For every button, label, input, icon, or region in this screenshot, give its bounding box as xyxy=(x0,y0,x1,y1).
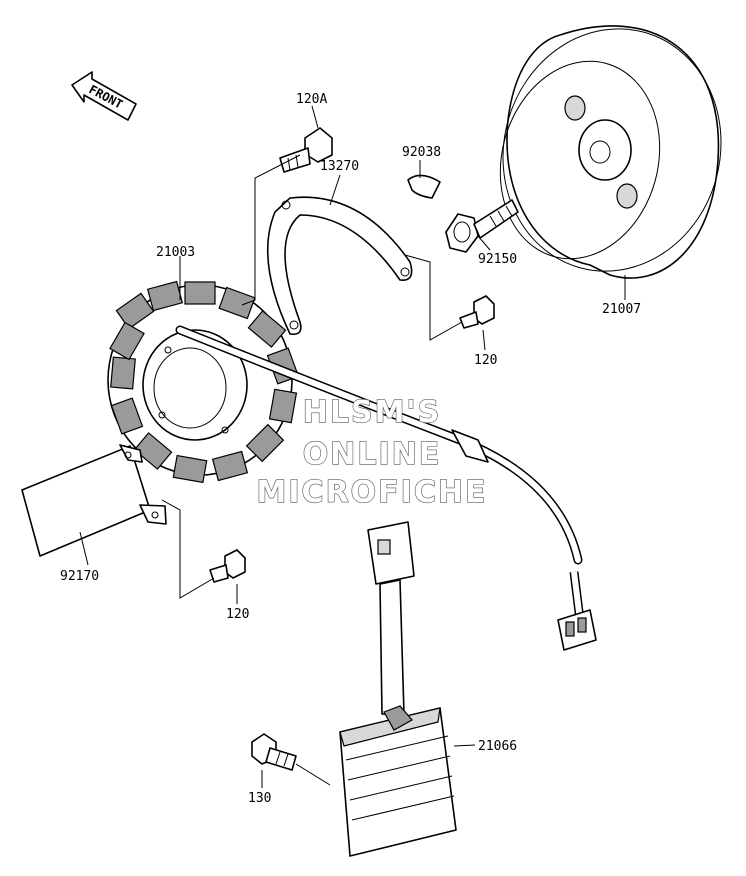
watermark: HLSM'S ONLINE MICROFICHE xyxy=(256,394,488,510)
bolt-120a[interactable] xyxy=(279,127,333,173)
label-92170[interactable]: 92170 xyxy=(60,569,99,584)
gasket-13270[interactable] xyxy=(266,196,413,336)
bolt-120-left[interactable] xyxy=(209,549,246,583)
stator-connector xyxy=(557,609,597,651)
label-21007[interactable]: 21007 xyxy=(602,302,641,317)
key-92038[interactable] xyxy=(407,174,441,199)
bolt-92150[interactable] xyxy=(445,199,519,253)
regulator-21066[interactable] xyxy=(339,521,457,857)
label-21066[interactable]: 21066 xyxy=(478,739,517,754)
watermark-line-3: MICROFICHE xyxy=(257,475,488,510)
stator-21003[interactable] xyxy=(107,280,300,484)
label-92038[interactable]: 92038 xyxy=(402,145,441,160)
leader-lines xyxy=(79,105,626,788)
cover-92170[interactable] xyxy=(21,444,167,557)
label-92150[interactable]: 92150 xyxy=(478,252,517,267)
front-arrow-icon: FRONT xyxy=(71,71,137,121)
label-120-right[interactable]: 120 xyxy=(474,353,497,368)
part-labels: 120A 13270 92038 21003 92150 21007 120 9… xyxy=(60,92,641,806)
bolt-130[interactable] xyxy=(251,733,297,771)
label-21003[interactable]: 21003 xyxy=(156,245,195,260)
label-120-left[interactable]: 120 xyxy=(226,607,249,622)
label-120a[interactable]: 120A xyxy=(296,92,327,107)
rotor-21007[interactable] xyxy=(476,4,746,296)
label-13270[interactable]: 13270 xyxy=(320,159,359,174)
watermark-line-2: ONLINE xyxy=(303,437,442,472)
watermark-line-1: HLSM'S xyxy=(303,395,441,430)
stator-harness xyxy=(175,325,585,621)
label-130[interactable]: 130 xyxy=(248,791,271,806)
bolt-120-right[interactable] xyxy=(459,295,495,329)
